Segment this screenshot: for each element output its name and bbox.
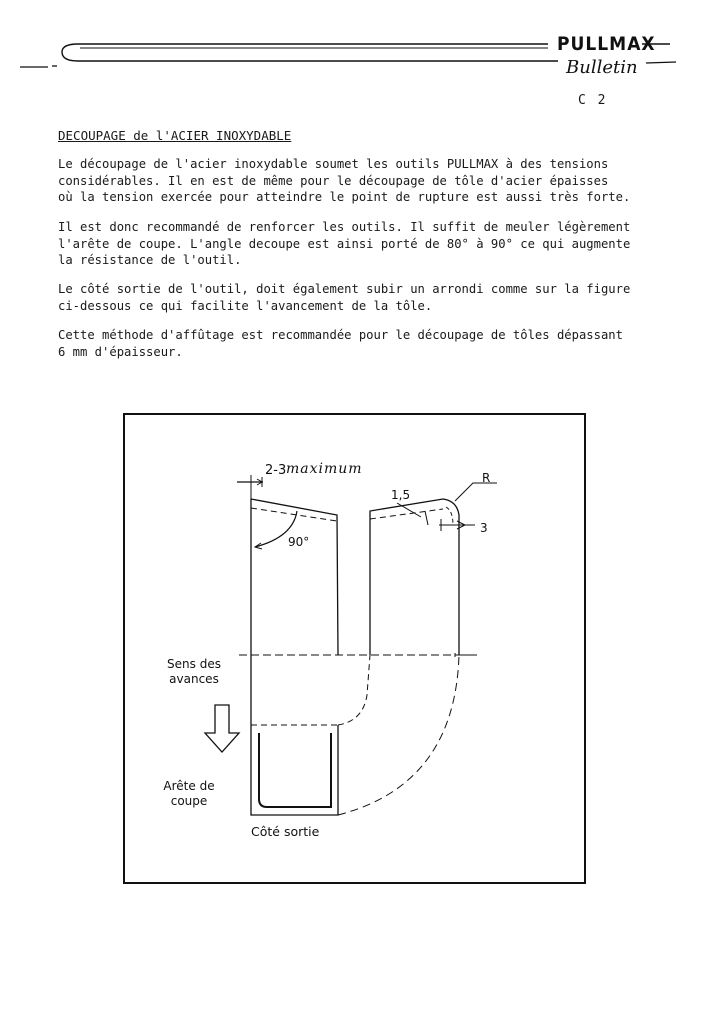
- angle-label: 90°: [288, 535, 310, 549]
- lower-section-outline: [250, 655, 339, 816]
- feed-direction-label: Sens des avances: [167, 657, 221, 686]
- brand-title: PULLMAX: [557, 33, 656, 55]
- bulletin-label: Bulletin: [566, 57, 638, 78]
- header-rule: [20, 43, 677, 68]
- exit-side-label: Côté sortie: [251, 824, 320, 839]
- page-code: C 2: [578, 93, 608, 108]
- maximum-label: maximum: [286, 461, 363, 477]
- document-title: DECOUPAGE de l'ACIER INOXYDABLE: [58, 128, 292, 143]
- tool-diagram: 2-3 maximum 90° 1,5 R 3 Sens des avances…: [123, 413, 586, 884]
- dimension-3-label: 3: [480, 521, 488, 535]
- dimension-2-3-label: 2-3: [265, 463, 287, 478]
- paragraph-4: Cette méthode d'affûtage est recommandée…: [58, 328, 623, 359]
- left-tool-bevel: [250, 507, 338, 522]
- paragraph-3: Le côté sortie de l'outil, doit égalemen…: [58, 282, 631, 313]
- feed-arrow: [203, 704, 241, 753]
- dimension-1-5-leader: [396, 502, 422, 518]
- dimension-1-5-label: 1,5: [391, 488, 411, 502]
- paragraph-2: Il est donc recommandé de renforcer les …: [58, 220, 631, 267]
- exit-curve: [337, 654, 371, 726]
- angle-arc: [254, 510, 298, 548]
- left-tool-outline: [250, 498, 339, 656]
- paragraph-1: Le découpage de l'acier inoxydable soume…: [58, 157, 631, 204]
- tool-drawing: [203, 475, 497, 816]
- right-tool-outline: [369, 498, 460, 655]
- radius-label: R: [482, 471, 491, 485]
- cutting-edge-label: Arête de coupe: [163, 779, 215, 808]
- right-tool-bevel: [369, 508, 444, 520]
- radius-leader: [454, 482, 497, 502]
